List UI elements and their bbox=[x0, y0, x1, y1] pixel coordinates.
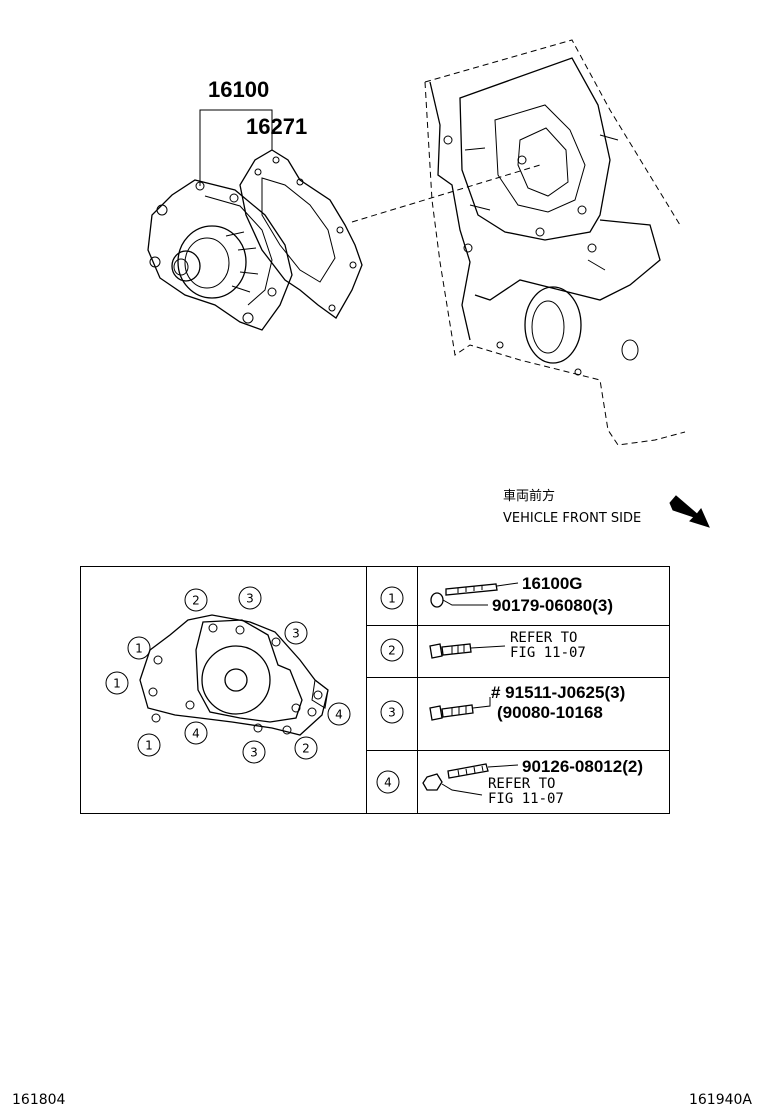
location-marker: 4 bbox=[327, 702, 351, 726]
svg-text:1: 1 bbox=[113, 677, 121, 691]
location-marker: 2 bbox=[184, 588, 208, 612]
location-marker: 4 bbox=[184, 721, 208, 745]
location-marker: 3 bbox=[242, 740, 266, 764]
bolt-icon bbox=[429, 697, 491, 721]
reference-text: REFER TO bbox=[510, 630, 577, 646]
callout-16271: 16271 bbox=[246, 114, 307, 139]
location-marker: 2 bbox=[294, 736, 318, 760]
svg-text:2: 2 bbox=[302, 742, 310, 756]
svg-text:2: 2 bbox=[192, 594, 200, 608]
direction-note-japanese: 車両前方 bbox=[503, 488, 555, 504]
svg-text:3: 3 bbox=[246, 592, 254, 606]
row-key-marker bbox=[380, 586, 404, 610]
part-number: 90179-06080(3) bbox=[492, 596, 613, 615]
location-marker: 1 bbox=[127, 636, 151, 660]
gasket-outline bbox=[239, 149, 363, 319]
row-key: 4 bbox=[384, 776, 392, 790]
direction-note-english: VEHICLE FRONT SIDE bbox=[503, 511, 641, 526]
stud-bolt-icon bbox=[422, 763, 519, 796]
pump-pulley-hub bbox=[177, 225, 247, 299]
svg-text:3: 3 bbox=[250, 746, 258, 760]
bolt-location-diagram: 2 3 3 1 1 4 1 bbox=[105, 586, 351, 764]
table-row: 1 16100G 90179-06080(3) bbox=[380, 574, 613, 615]
location-marker: 1 bbox=[105, 671, 129, 695]
svg-text:1: 1 bbox=[135, 642, 143, 656]
reference-text: REFER TO bbox=[488, 776, 555, 792]
footer-left-code: 161804 bbox=[12, 1092, 66, 1108]
location-marker: 3 bbox=[284, 621, 308, 645]
vehicle-front-indicator: 車両前方 VEHICLE FRONT SIDE bbox=[503, 488, 710, 528]
svg-text:4: 4 bbox=[192, 727, 200, 741]
part-number: # 91511-J0625(3) bbox=[491, 683, 625, 702]
row-key-marker bbox=[376, 770, 400, 794]
water-pump-illustration: 16100 16271 bbox=[147, 77, 363, 331]
part-number: 90126-08012(2) bbox=[522, 757, 643, 776]
row-key: 1 bbox=[388, 592, 396, 606]
svg-text:4: 4 bbox=[335, 708, 343, 722]
table-row: 3 # 91511-J0625(3) (90080-10168 bbox=[380, 683, 625, 724]
gasket-inner bbox=[261, 177, 336, 283]
alignment-line bbox=[351, 164, 541, 223]
engine-outline bbox=[424, 39, 686, 446]
footer-right-code: 161940A bbox=[689, 1092, 752, 1108]
svg-text:3: 3 bbox=[292, 627, 300, 641]
reference-text: FIG 11-07 bbox=[488, 791, 564, 807]
row-key-marker bbox=[380, 638, 404, 662]
pump-body bbox=[147, 179, 293, 331]
table-row: 2 REFER TO FIG 11-07 bbox=[380, 630, 586, 662]
location-marker: 1 bbox=[137, 733, 161, 757]
fastener-table: 2 3 3 1 1 4 1 bbox=[80, 566, 670, 814]
location-marker: 3 bbox=[238, 586, 262, 610]
row-key: 2 bbox=[388, 644, 396, 658]
row-key: 3 bbox=[388, 706, 396, 720]
table-row: 4 90126-08012(2) REFER TO FIG 11-07 bbox=[376, 757, 643, 807]
engine-timing-cover bbox=[424, 39, 686, 446]
stud-bolt-icon bbox=[430, 582, 519, 608]
reference-text: FIG 11-07 bbox=[510, 645, 586, 661]
bolt-icon bbox=[429, 643, 506, 659]
part-number: (90080-10168 bbox=[497, 703, 603, 722]
part-number: 16100G bbox=[522, 574, 583, 593]
callout-16100: 16100 bbox=[208, 77, 269, 102]
row-key-marker bbox=[380, 700, 404, 724]
svg-text:1: 1 bbox=[145, 739, 153, 753]
callout-16100-leader bbox=[199, 109, 273, 186]
table-border bbox=[80, 566, 670, 814]
arrow-down-right-icon bbox=[669, 495, 710, 528]
